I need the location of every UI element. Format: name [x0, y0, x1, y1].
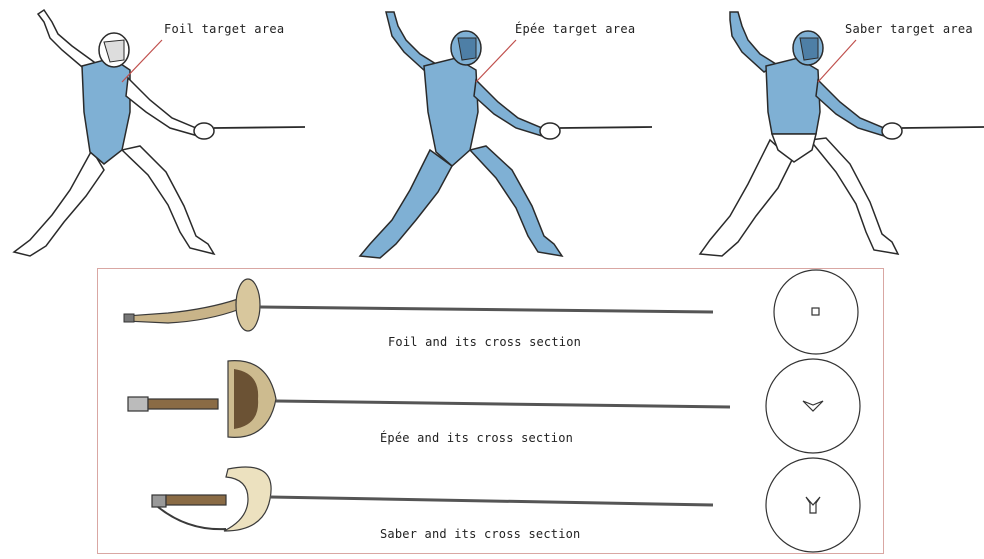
epee-fencer-figure	[360, 12, 652, 258]
foil-fencer-figure	[14, 10, 305, 256]
weapons-illustration	[98, 269, 885, 555]
fencer-illustrations	[0, 0, 984, 270]
foil-caption: Foil and its cross section	[388, 335, 581, 349]
epee-target-label: Épée target area	[515, 22, 635, 36]
saber-fencer-figure	[700, 12, 984, 256]
saber-target-label: Saber target area	[845, 22, 973, 36]
saber-caption: Saber and its cross section	[380, 527, 580, 541]
fencer-figures: Foil target area Épée target area Saber …	[0, 0, 984, 270]
weapons-panel: Foil and its cross section Épée and its …	[97, 268, 884, 554]
epee-caption: Épée and its cross section	[380, 431, 573, 445]
foil-target-label: Foil target area	[164, 22, 284, 36]
